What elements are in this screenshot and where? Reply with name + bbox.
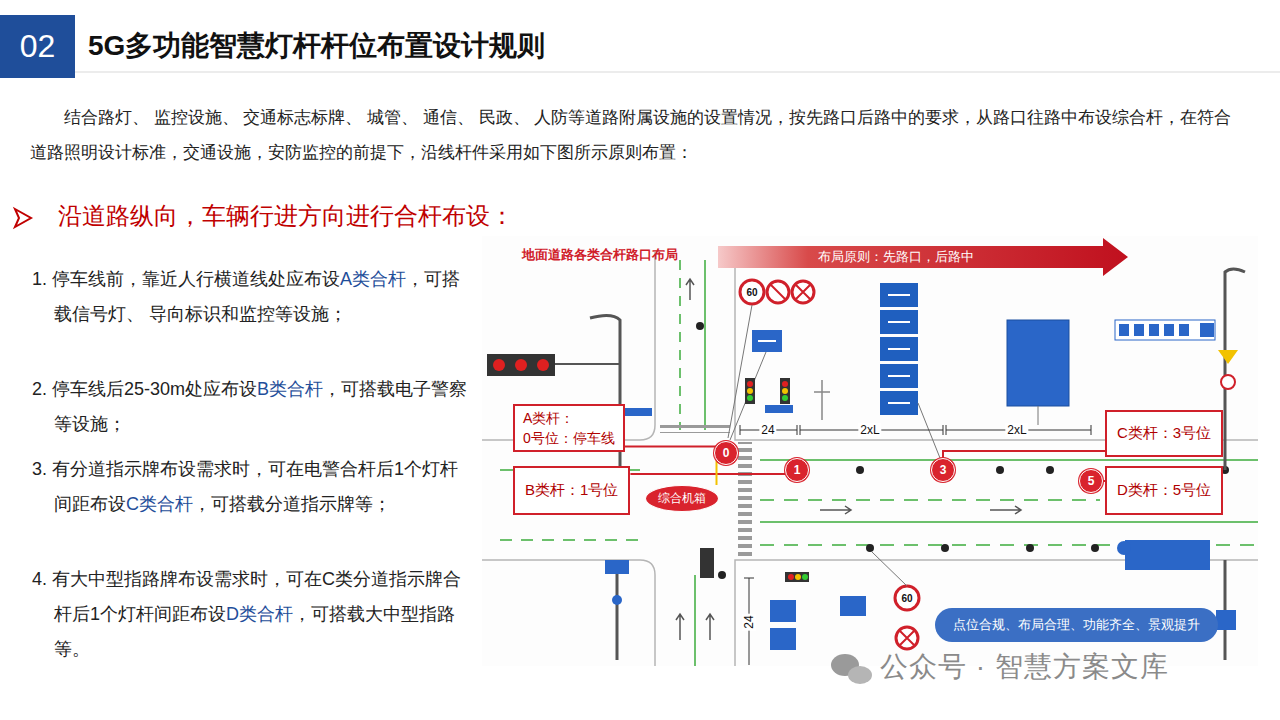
- cabinet-oval: 综合机箱: [645, 485, 719, 512]
- rule-text: B类合杆: [257, 379, 323, 399]
- rule-list-item: 2. 停车线后25-30m处应布设B类合杆，可搭载电子警察等设施；: [32, 372, 474, 442]
- pole-position-circle: 1: [785, 458, 809, 482]
- pole-position-circle: 3: [931, 458, 955, 482]
- rule-text: A类合杆: [340, 269, 406, 289]
- rule-text: D类合杆: [226, 604, 293, 624]
- rule-text: 2. 停车线后25-30m处应布设: [32, 379, 257, 399]
- section-number: 02: [0, 15, 75, 78]
- rule-list-item: 4. 有大中型指路牌布设需求时，可在C类分道指示牌合杆后1个灯杆间距布设D类合杆…: [32, 562, 474, 667]
- dimension-text: 24: [759, 423, 776, 437]
- slogan-band: 点位合规、布局合理、功能齐全、景观提升: [935, 608, 1218, 642]
- speed-sign-text: 60: [901, 593, 912, 604]
- rule-text: ，可搭载分道指示牌等；: [193, 494, 391, 514]
- pole-position-circle: 0: [714, 441, 738, 465]
- node-text: 1: [794, 463, 801, 477]
- slide-title: 5G多功能智慧灯杆杆位布置设计规则: [88, 27, 545, 65]
- node-text: D类杆：5号位: [1117, 481, 1211, 500]
- intro-paragraph: 结合路灯、 监控设施、 交通标志标牌、 城管、 通信、 民政、 人防等道路附属设…: [30, 100, 1245, 170]
- leader-connector: [630, 473, 785, 475]
- node-text: 布局原则：先路口，后路中: [818, 248, 974, 266]
- subheading: 沿道路纵向，车辆行进方向进行合杆布设：: [58, 200, 514, 232]
- node-text: B类杆：1号位: [525, 481, 618, 500]
- pole-label-box: B类杆：1号位: [513, 466, 630, 515]
- pole-label-box: C类杆：3号位: [1105, 410, 1223, 457]
- rule-text: C类合杆: [126, 494, 193, 514]
- node-text: 综合机箱: [658, 490, 706, 507]
- node-text: 02: [20, 28, 56, 65]
- leader-connector: [943, 451, 1105, 458]
- leader-connector: [625, 446, 716, 448]
- leader-connector: [716, 460, 718, 485]
- dimension-text: 2xL: [1005, 423, 1028, 437]
- rule-list-item: 3. 有分道指示牌布设需求时，可在电警合杆后1个灯杆间距布设C类合杆，可搭载分道…: [32, 452, 474, 522]
- figure-caption: 地面道路各类合杆路口布局: [522, 246, 678, 264]
- pole-position-circle: 5: [1079, 469, 1103, 493]
- watermark: 公众号 · 智慧方案文库: [880, 648, 1169, 686]
- node-text: 3: [940, 463, 947, 477]
- pole-label-box: A类杆：0号位：停车线: [513, 404, 625, 452]
- rule-list-item: 1. 停车线前，靠近人行横道线处应布设A类合杆，可搭载信号灯、 导向标识和监控等…: [32, 262, 474, 332]
- node-text: A类杆：: [523, 408, 615, 428]
- dimension-text: 2xL: [858, 423, 881, 437]
- node-text: 0: [723, 446, 730, 460]
- speed-sign-text: 60: [746, 287, 757, 298]
- rule-text: 1. 停车线前，靠近人行横道线处应布设: [32, 269, 340, 289]
- node-text: 5: [1088, 474, 1095, 488]
- node-text: 点位合规、布局合理、功能齐全、景观提升: [953, 616, 1200, 634]
- principle-arrow: 布局原则：先路口，后路中: [718, 238, 1128, 276]
- node-text: C类杆：3号位: [1117, 424, 1211, 443]
- dimension-text: 24: [742, 613, 756, 630]
- node-text: 0号位：停车线: [523, 428, 615, 448]
- pole-label-box: D类杆：5号位: [1105, 466, 1223, 515]
